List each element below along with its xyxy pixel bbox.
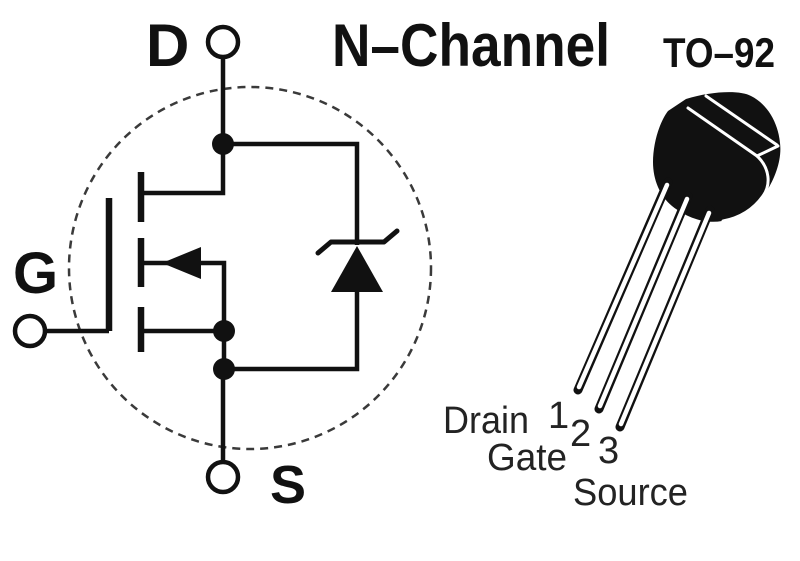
source-terminal-label: S [270,455,306,515]
lead-1 [573,177,673,395]
body-diode-triangle [331,246,383,292]
to92-package: 1 2 3 Drain Gate Source [443,92,781,514]
body-arrow [162,247,201,279]
pin-number-2: 2 [570,413,591,455]
zener-cathode-right-wing [381,228,400,245]
pin-name-drain: Drain [443,400,529,442]
body-diode-cathode-wire [223,141,360,245]
symbol-enclosure-circle [67,85,433,451]
zener-cathode-left-wing [315,239,334,256]
drain-terminal-label: D [146,12,189,79]
title-text: N–Channel [332,12,610,79]
package-seam-highlight [755,144,780,158]
source-terminal-pad [205,459,241,495]
gate-terminal-pad [12,313,48,349]
lead-1-core [576,182,670,390]
pin-name-gate: Gate [487,437,567,479]
package-bottom-seam-highlight [721,154,770,223]
gate-terminal-label: G [13,241,58,306]
lead-2-core [597,196,690,409]
junction-dot [213,358,235,380]
lead-3-core [618,210,712,427]
junction-dot [212,133,234,155]
body-diode-anode-wire [223,290,360,372]
pin-name-source: Source [573,472,688,514]
package-top-edge-highlight [686,106,759,158]
package-top-edge-highlight [704,94,779,147]
package-body [653,92,781,222]
junction-dot [213,320,235,342]
pin-number-3: 3 [598,430,619,472]
lead-3 [615,205,715,432]
lead-2 [594,191,693,414]
package-type-label: TO–92 [663,29,775,76]
body-stub-wire [144,260,227,369]
pin-number-1: 1 [548,395,569,437]
drain-wire [144,57,226,196]
mosfet-symbol [12,24,433,495]
drain-terminal-pad [205,24,241,60]
